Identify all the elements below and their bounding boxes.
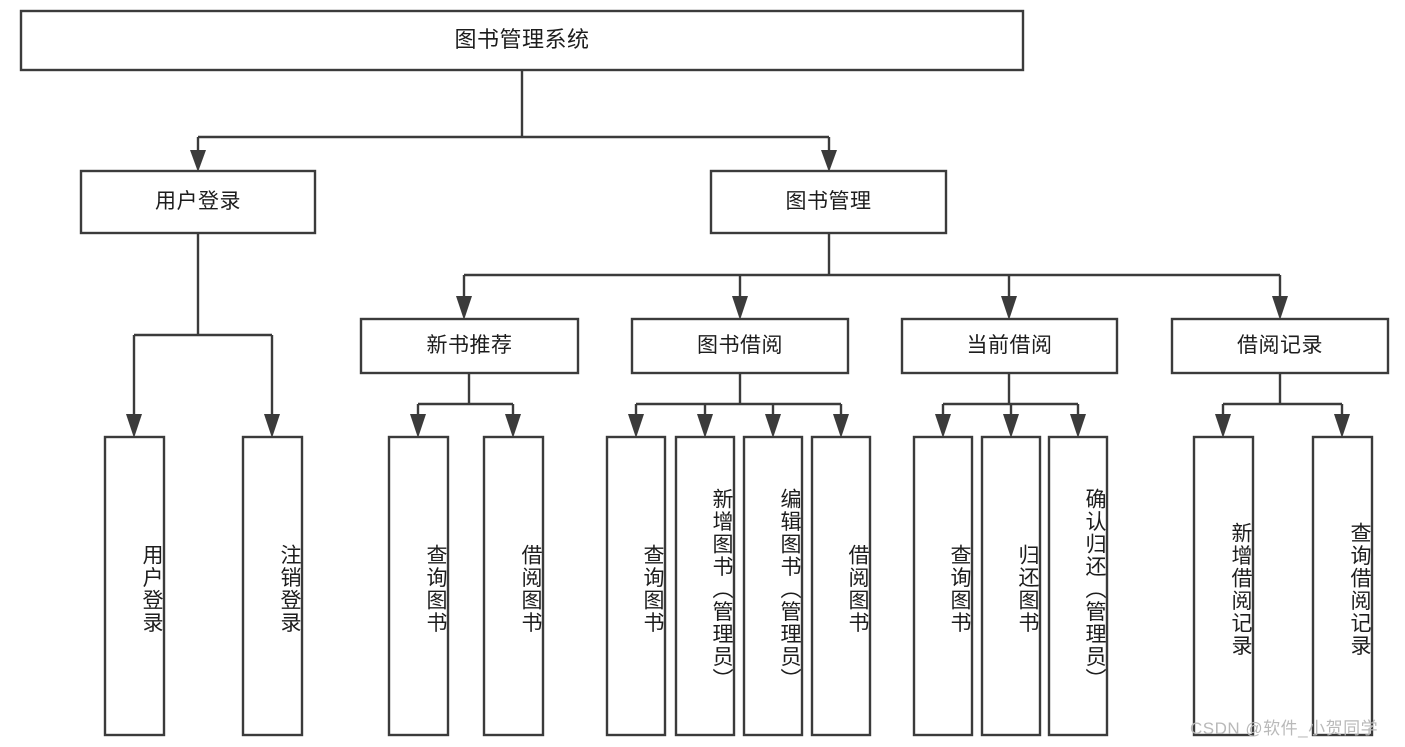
node-box-newbook[interactable] (359, 317, 580, 375)
node-box-leaf-10[interactable] (980, 435, 1042, 737)
arrowhead-to-bookmgmt (821, 150, 837, 172)
node-box-leaf-12[interactable] (1192, 435, 1255, 737)
node-box-bookmgmt[interactable] (709, 169, 948, 235)
arrowhead-to-records (1272, 296, 1288, 320)
arrowhead-to-login (190, 150, 206, 172)
node-box-leaf-5[interactable] (605, 435, 667, 737)
node-box-borrow[interactable] (630, 317, 850, 375)
arrowhead-to-borrow (732, 296, 748, 320)
node-box-leaf-1[interactable] (103, 435, 166, 737)
node-box-leaf-3[interactable] (387, 435, 450, 737)
node-box-records[interactable] (1170, 317, 1390, 375)
csdn-watermark: CSDN @软件_小贺同学 (1190, 719, 1379, 738)
node-box-leaf-2[interactable] (241, 435, 304, 737)
node-box-leaf-13[interactable] (1311, 435, 1374, 737)
arrowhead-to-current (1001, 296, 1017, 320)
node-box-leaf-11[interactable] (1047, 435, 1109, 737)
arrowhead-to-leaf9 (935, 414, 951, 438)
arrowhead-layer (126, 150, 1350, 438)
arrowhead-to-leaf13 (1334, 414, 1350, 438)
arrowhead-to-leaf8 (833, 414, 849, 438)
arrowhead-to-leaf6 (697, 414, 713, 438)
arrowhead-to-leaf12 (1215, 414, 1231, 438)
node-box-leaf-8[interactable] (810, 435, 872, 737)
node-box-leaf-9[interactable] (912, 435, 974, 737)
arrowhead-to-leaf7 (765, 414, 781, 438)
arrowhead-to-leaf1 (126, 414, 142, 438)
node-box-leaf-4[interactable] (482, 435, 545, 737)
arrowhead-to-leaf5 (628, 414, 644, 438)
arrowhead-to-leaf10 (1003, 414, 1019, 438)
node-box-leaf-6[interactable] (674, 435, 736, 737)
arrowhead-to-leaf4 (505, 414, 521, 438)
arrowhead-to-leaf3 (410, 414, 426, 438)
node-box-layer (19, 9, 1390, 737)
node-box-current[interactable] (900, 317, 1119, 375)
arrowhead-to-leaf2 (264, 414, 280, 438)
node-box-leaf-7[interactable] (742, 435, 804, 737)
arrowhead-to-newbook (456, 296, 472, 320)
arrowhead-to-leaf11 (1070, 414, 1086, 438)
node-box-login[interactable] (79, 169, 317, 235)
node-box-root[interactable] (19, 9, 1025, 72)
